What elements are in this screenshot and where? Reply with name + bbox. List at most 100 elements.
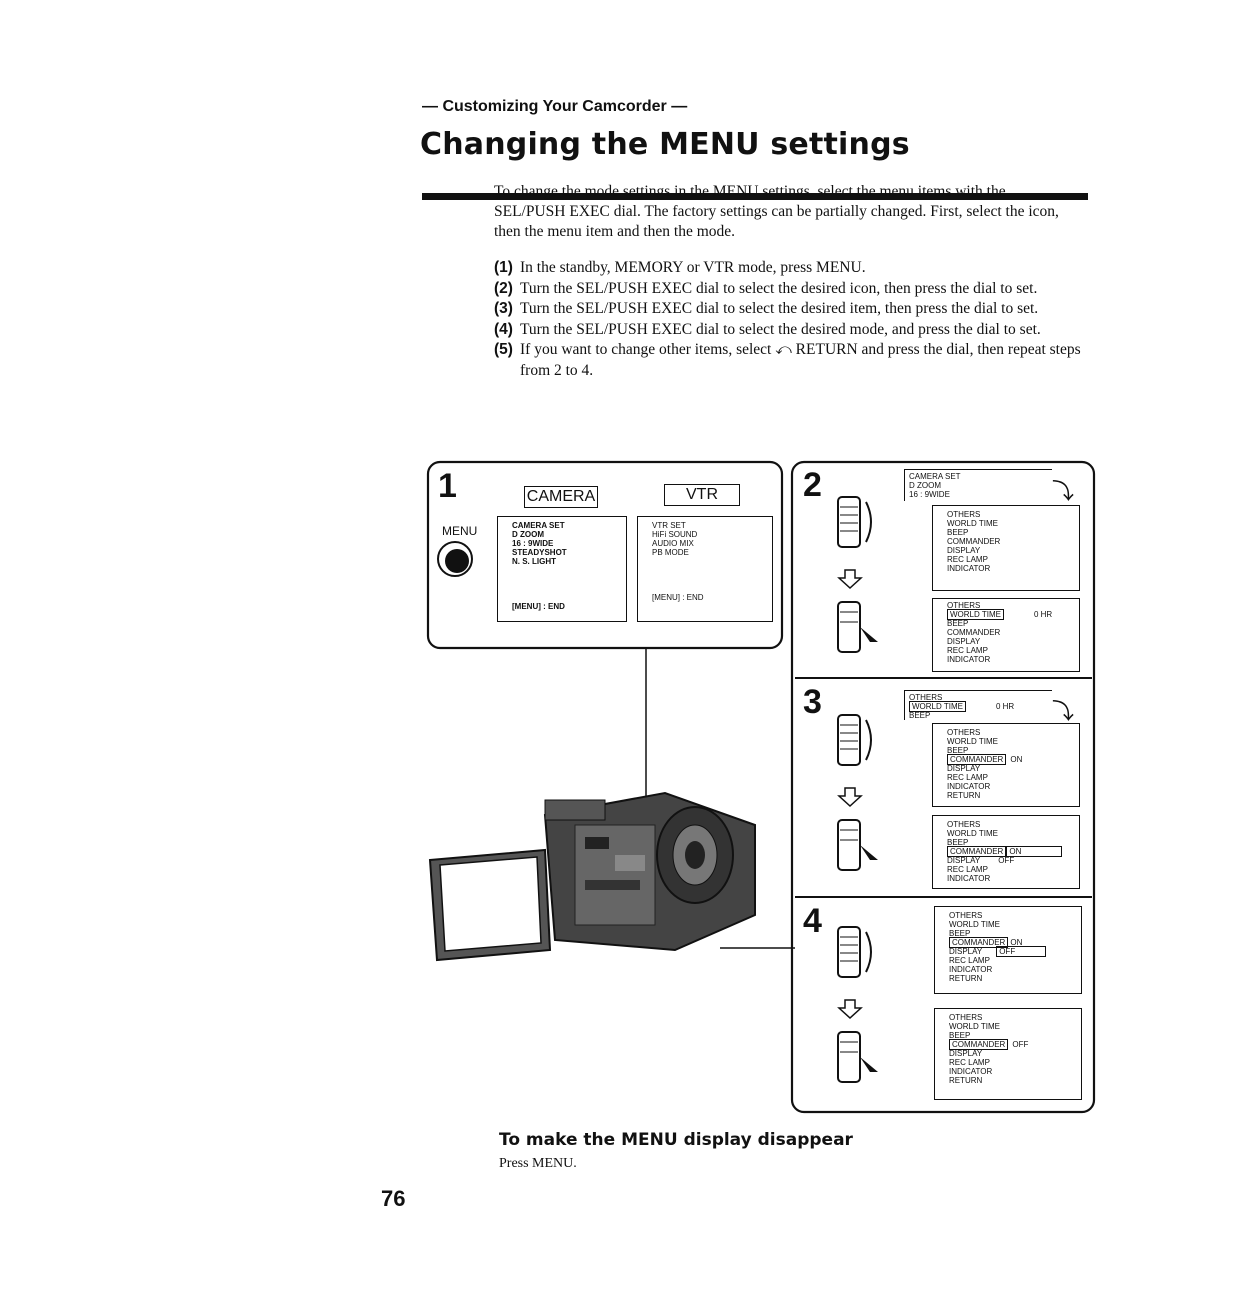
- step-number: (5): [494, 341, 513, 358]
- step-number-3: 3: [803, 683, 822, 721]
- step-number-2: 2: [803, 466, 822, 504]
- subheading: To make the MENU display disappear: [499, 1130, 853, 1150]
- menu-item: STEADYSHOT: [512, 548, 567, 557]
- menu-button-label: MENU: [442, 524, 478, 538]
- menu-item: WORLD TIME: [949, 1022, 1000, 1031]
- menu-item: COMMANDER: [947, 537, 1001, 546]
- menu-item: RETURN: [947, 791, 981, 800]
- menu-item: AUDIO MIX: [652, 539, 694, 548]
- screen-title: OTHERS: [949, 911, 983, 920]
- camcorder-illustration: [428, 791, 756, 962]
- step-number: (4): [494, 320, 513, 338]
- menu-item: COMMANDER: [947, 628, 1001, 637]
- screen-title: OTHERS: [909, 693, 943, 702]
- step-item: (5) If you want to change other items, se…: [494, 340, 1094, 381]
- menu-item: D ZOOM: [909, 481, 941, 490]
- menu-end-hint: [MENU] : END: [652, 593, 704, 602]
- intro-paragraph: To change the mode settings in the MENU …: [494, 183, 1059, 240]
- camera-set-screen: CAMERA SET D ZOOM 16 : 9WIDE STEADYSHOT …: [497, 516, 627, 622]
- menu-item: BEEP: [947, 619, 969, 628]
- vtr-set-screen: VTR SET HiFi SOUND AUDIO MIX PB MODE [ME…: [637, 516, 773, 622]
- menu-item: DISPLAY: [947, 546, 981, 555]
- menu-item: DISPLAY: [947, 637, 981, 646]
- selected-item: COMMANDER: [947, 846, 1007, 857]
- menu-item: DISPLAY: [949, 1049, 983, 1058]
- item-value: 0 HR: [1033, 610, 1053, 619]
- step-text: Turn the SEL/PUSH EXEC dial to select th…: [520, 279, 1038, 297]
- menu-item: D ZOOM: [512, 530, 544, 539]
- return-arrow-icon: ⤵: [1052, 480, 1075, 505]
- menu-item: INDICATOR: [947, 782, 991, 791]
- step-number-4: 4: [803, 902, 822, 940]
- item-value: ON: [1010, 755, 1023, 764]
- step-number-1: 1: [438, 467, 457, 505]
- dial-turn-press-icon: [837, 926, 878, 1083]
- menu-item: BEEP: [947, 838, 969, 847]
- page-title: Changing the MENU settings: [420, 127, 910, 162]
- menu-item: WORLD TIME: [947, 737, 998, 746]
- menu-item: REC LAMP: [947, 646, 988, 655]
- menu-item: RETURN: [949, 974, 983, 983]
- menu-item: N. S. LIGHT: [512, 557, 556, 566]
- menu-item: BEEP: [909, 711, 931, 720]
- screen-title: OTHERS: [947, 820, 981, 829]
- menu-item: BEEP: [949, 1031, 971, 1040]
- mode-option: ON: [1006, 846, 1063, 857]
- camera-set-mini-screen: CAMERA SET D ZOOM 16 : 9WIDE: [904, 469, 1052, 501]
- menu-item: INDICATOR: [949, 965, 993, 974]
- menu-item: REC LAMP: [947, 555, 988, 564]
- title-rule: [422, 193, 1088, 200]
- page-number: 76: [381, 1186, 406, 1211]
- selected-item: COMMANDER: [949, 1039, 1009, 1050]
- menu-item: REC LAMP: [947, 773, 988, 782]
- step-number: (3): [494, 300, 513, 317]
- return-arrow-icon: ⤵: [1052, 700, 1075, 725]
- step-text: Turn the SEL/PUSH EXEC dial to select th…: [520, 320, 1041, 338]
- step-item: (2)Turn the SEL/PUSH EXEC dial to select…: [494, 279, 1094, 300]
- menu-item: BEEP: [947, 746, 969, 755]
- step-text: Turn the SEL/PUSH EXEC dial to select th…: [520, 300, 1039, 317]
- menu-item: DISPLAY: [947, 856, 981, 865]
- menu-item: PB MODE: [652, 548, 689, 557]
- step-number: (1): [494, 259, 513, 276]
- menu-item: HiFi SOUND: [652, 530, 698, 539]
- step-item: (3) Turn the SEL/PUSH EXEC dial to select…: [494, 299, 1094, 320]
- menu-item: WORLD TIME: [947, 829, 998, 838]
- dial-turn-press-icon: [837, 714, 878, 871]
- menu-item: DISPLAY: [949, 947, 983, 956]
- mode-option: OFF: [998, 856, 1015, 865]
- steps-list: (1)In the standby, MEMORY or VTR mode, p…: [494, 258, 1094, 381]
- screen-title: OTHERS: [947, 510, 981, 519]
- menu-end-hint: [MENU] : END: [512, 602, 565, 611]
- mode-option: OFF: [996, 946, 1047, 957]
- screen-title: VTR SET: [652, 521, 686, 530]
- camera-tab: CAMERA: [524, 486, 598, 508]
- menu-item: WORLD TIME: [947, 519, 998, 528]
- selected-item: COMMANDER: [949, 937, 1009, 948]
- menu-item: INDICATOR: [947, 874, 991, 883]
- step-text: If you want to change other items, selec…: [520, 341, 1081, 379]
- others-world-time-screen: OTHERS WORLD TIME 0 HR BEEP COMMANDER DIS…: [932, 598, 1080, 672]
- menu-item: 16 : 9WIDE: [512, 539, 554, 548]
- step-item: (4) Turn the SEL/PUSH EXEC dial to select…: [494, 320, 1094, 341]
- screen-title: OTHERS: [947, 601, 981, 610]
- menu-item: 16 : 9WIDE: [909, 490, 950, 499]
- menu-item: DISPLAY: [947, 764, 981, 773]
- screen-title: OTHERS: [949, 1013, 983, 1022]
- item-value: OFF: [1012, 1040, 1029, 1049]
- item-value: 0 HR: [995, 702, 1015, 711]
- selected-item: COMMANDER: [947, 754, 1007, 765]
- others-menu-screen: OTHERS WORLD TIME BEEP COMMANDER DISPLAY…: [932, 505, 1080, 591]
- selected-item: WORLD TIME: [947, 609, 1004, 620]
- menu-item: INDICATOR: [947, 564, 991, 573]
- section-heading: — Customizing Your Camcorder —: [422, 98, 688, 115]
- menu-item: BEEP: [947, 528, 969, 537]
- mode-option: ON: [1010, 938, 1023, 947]
- menu-item: RETURN: [949, 1076, 983, 1085]
- screen-title: CAMERA SET: [512, 521, 565, 530]
